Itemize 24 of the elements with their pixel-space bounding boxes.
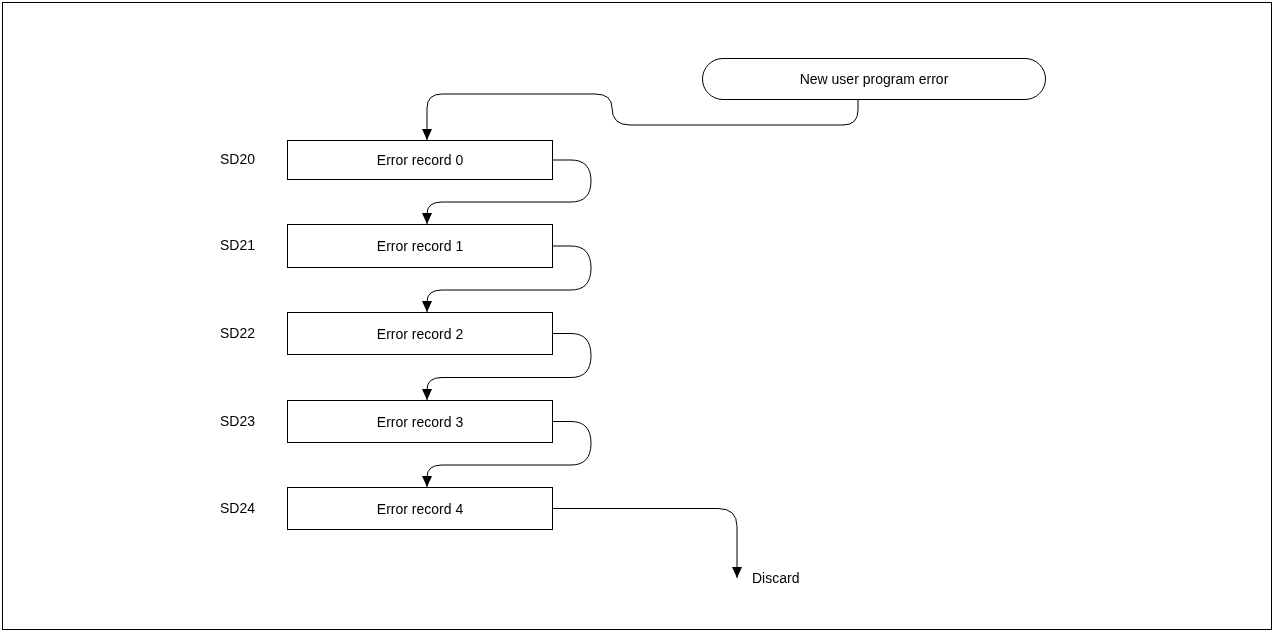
arrow [422,421,592,488]
node-text: Error record 4 [376,500,464,517]
node-text: New user program error [799,71,949,87]
arrow [552,508,742,579]
arrow [422,245,592,313]
node-text: Discard [752,570,800,586]
register-label: SD20 [220,151,256,167]
arrow [422,93,859,141]
node-text: Error record 1 [376,238,464,254]
process-box [287,224,553,268]
process-box [287,312,553,355]
node-text: Error record 3 [376,413,464,430]
arrow [422,333,592,401]
register-label: SD21 [220,237,256,253]
node-text: Error record 0 [376,152,464,168]
terminal-shape [702,58,1046,100]
process-box [287,487,553,530]
register-label: SD24 [220,499,256,516]
node-text: Error record 2 [376,325,464,342]
arrow [422,159,592,225]
register-label: SD22 [220,324,256,341]
process-box [287,140,553,180]
register-label: SD23 [220,412,256,429]
process-box [287,400,553,443]
